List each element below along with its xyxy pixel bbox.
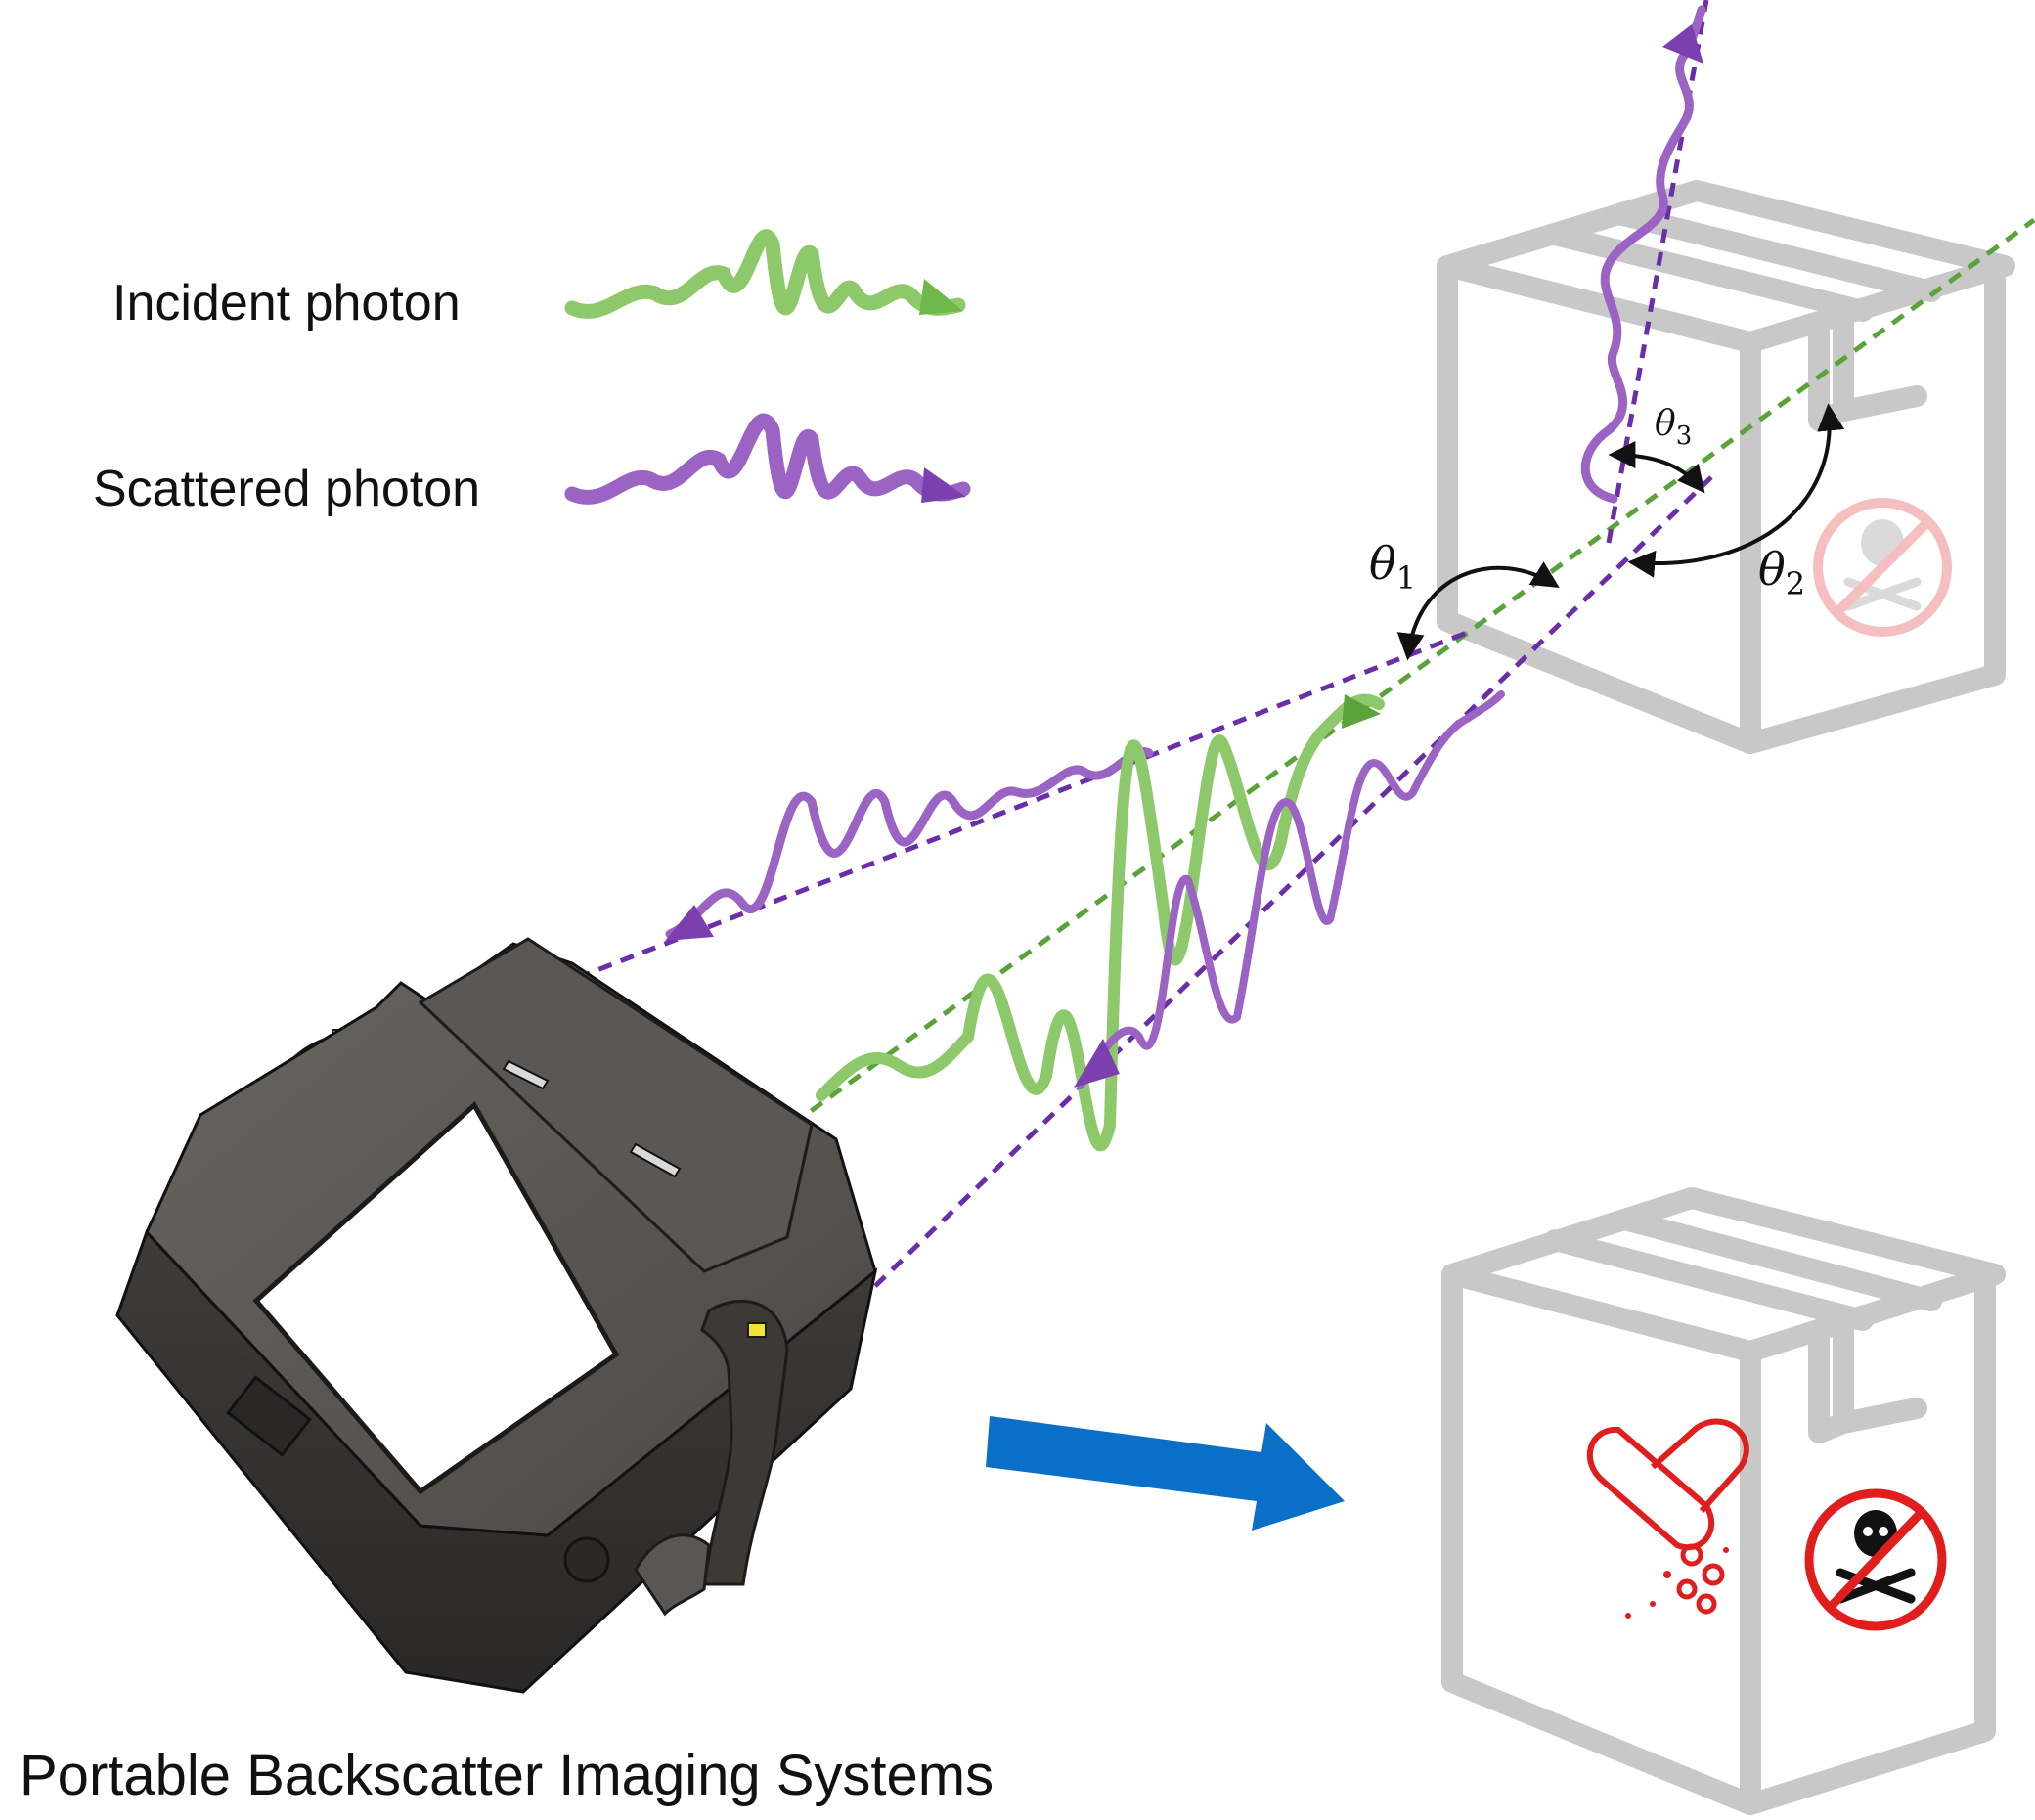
device-lower-handle <box>634 1533 711 1617</box>
incident-beam-line <box>790 217 2035 1128</box>
backscatter-device-icon <box>115 937 878 1694</box>
incident-photon-wave-icon <box>564 229 966 319</box>
scattered-wave-vertical-arrowhead-icon <box>1662 24 1703 64</box>
scattered-wave-upper <box>665 747 1154 939</box>
device-indicator-light-front <box>747 1322 767 1338</box>
device-port <box>226 1375 312 1457</box>
incident-wave-arrowhead-icon <box>1342 694 1381 729</box>
scattered-photon-arrowhead-icon <box>921 467 966 503</box>
device-screen <box>252 1101 620 1495</box>
theta3-label: θ3 <box>1655 404 1692 451</box>
pills-icon <box>1586 1418 1749 1619</box>
scattered-photon-label: Scattered photon <box>93 461 480 517</box>
theta3-symbol: θ <box>1655 404 1676 444</box>
result-arrow-icon <box>986 1416 1345 1531</box>
no-toxic-icon <box>1804 1488 1947 1631</box>
device-vent-slot-2 <box>629 1142 682 1178</box>
incident-photon-label: Incident photon <box>112 275 461 332</box>
legend: Incident photon Scattered photon <box>93 229 971 517</box>
scattered-photon-wave-icon <box>564 413 971 505</box>
theta3-arc <box>1608 441 1705 494</box>
theta2-label: θ2 <box>1758 543 1805 602</box>
package-box-top <box>1437 180 2015 754</box>
beam-lines <box>576 0 2035 1288</box>
no-toxic-icon-faint <box>1813 498 1952 637</box>
angle-arcs: θ1 θ2 θ3 <box>1369 403 1845 661</box>
theta2-arc <box>1627 403 1845 578</box>
incident-photon-arrowhead-icon <box>919 279 963 315</box>
package-box-bottom <box>1441 1187 2006 1815</box>
scattered-beam-line-lower <box>873 475 1713 1288</box>
device-front-handle <box>700 1299 789 1586</box>
device-caption: Portable Backscatter Imaging Systems <box>20 1744 994 1807</box>
theta2-subscript: 2 <box>1786 565 1805 602</box>
device-top-ridge <box>418 937 814 1273</box>
device-speaker <box>563 1536 610 1583</box>
scattered-wave-upper-arrowhead-icon <box>665 905 714 941</box>
scattered-wave-lower-arrowhead-icon <box>1074 1039 1120 1088</box>
package-box-icon <box>1437 180 2015 754</box>
theta2-symbol: θ <box>1758 543 1786 596</box>
theta3-subscript: 3 <box>1676 422 1693 451</box>
photon-waves <box>665 5 1706 1152</box>
scattered-wave-vertical <box>1580 5 1706 504</box>
scattered-wave-lower <box>1077 690 1505 1089</box>
theta1-subscript: 1 <box>1396 559 1416 597</box>
scattered-beam-line-upper <box>576 628 1473 981</box>
theta1-label: θ1 <box>1369 537 1416 597</box>
theta1-symbol: θ <box>1369 537 1396 590</box>
package-box-icon <box>1441 1187 2006 1815</box>
theta1-arc <box>1396 561 1560 661</box>
device-vent-slot-1 <box>502 1059 550 1090</box>
